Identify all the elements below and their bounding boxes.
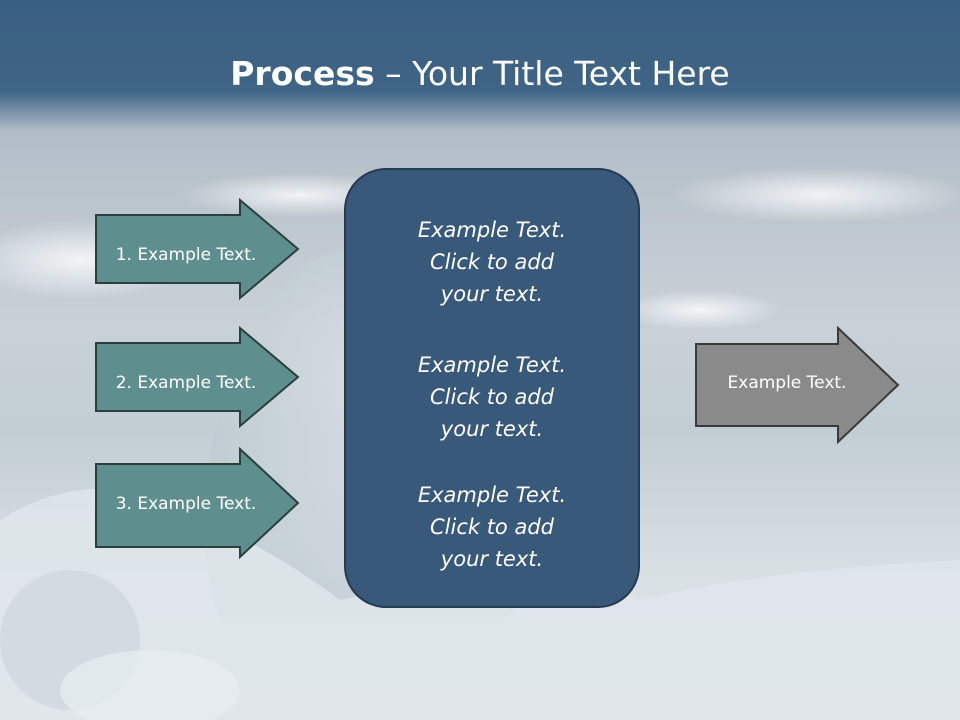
center-block-2: Example Text. Click to add your text. [346, 349, 638, 445]
center-text-box[interactable]: Example Text. Click to add your text. Ex… [344, 168, 640, 608]
title-rest: – Your Title Text Here [374, 54, 730, 93]
center-block-2-line-2: Click to add [429, 385, 554, 409]
center-block-1-line-3: your text. [440, 282, 544, 306]
center-block-2-line-1: Example Text. [417, 353, 567, 377]
center-block-1-line-2: Click to add [429, 250, 554, 274]
center-block-2-line-3: your text. [440, 417, 544, 441]
slide-title[interactable]: Process – Your Title Text Here [0, 52, 960, 96]
center-block-3-line-3: your text. [440, 547, 544, 571]
input-arrow-3[interactable] [94, 447, 300, 559]
center-block-3-line-1: Example Text. [417, 483, 567, 507]
input-arrow-2[interactable] [94, 326, 300, 428]
input-arrow-3-label: 3. Example Text. [115, 494, 257, 514]
input-arrow-1-label: 1. Example Text. [115, 245, 257, 265]
center-block-3: Example Text. Click to add your text. [346, 479, 638, 575]
center-block-1-line-1: Example Text. [417, 218, 567, 242]
center-block-3-line-2: Click to add [429, 515, 554, 539]
input-arrow-1[interactable] [94, 198, 300, 300]
title-band [0, 0, 960, 130]
input-arrow-2-label: 2. Example Text. [115, 373, 257, 393]
title-bold: Process [230, 54, 375, 93]
center-block-1: Example Text. Click to add your text. [346, 214, 638, 310]
output-arrow[interactable] [694, 326, 900, 444]
output-arrow-label: Example Text. [727, 373, 847, 393]
